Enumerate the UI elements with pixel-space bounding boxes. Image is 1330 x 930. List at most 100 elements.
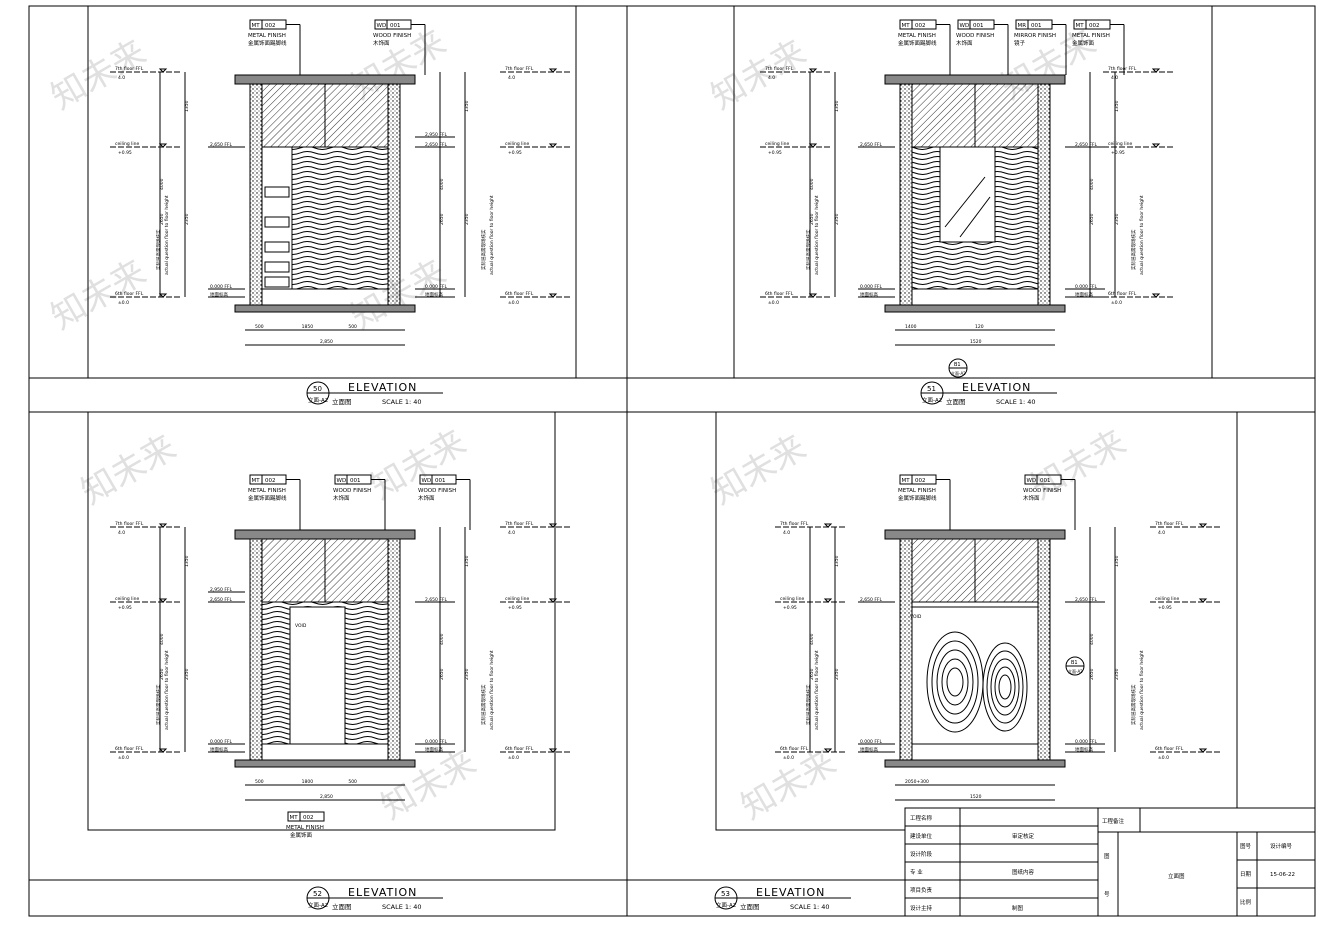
watermark-text: 知未来 (45, 33, 152, 117)
dim-label: 2350 (184, 668, 190, 680)
ffl-mark: 地面标高 (425, 291, 443, 298)
tag-num: 002 (265, 478, 276, 484)
level-marker (1198, 523, 1208, 528)
tag-cn: 金属饰面踢脚线 (248, 494, 287, 502)
level-name: ceiling line (1155, 596, 1179, 602)
dim-label: 1350 (464, 555, 470, 567)
floor-slab-bottom (884, 304, 1066, 313)
floor-slab-top (884, 529, 1066, 540)
floor-height-note-cn: 实际层高需现场核实 (480, 684, 487, 725)
dim-label: 1350 (1114, 555, 1120, 567)
bottom-dim-label: 500 (255, 779, 264, 785)
veneer-ring (982, 642, 1028, 732)
level-marker (158, 598, 168, 603)
floor-slab-bottom (234, 304, 416, 313)
cabinet-drawer (264, 186, 290, 198)
tag-num: 001 (390, 23, 401, 29)
level-value: 4.0 (1158, 530, 1165, 536)
dim-label: 2350 (464, 668, 470, 680)
cabinet-drawer (264, 216, 290, 228)
callout-sheet: 立面-A2 (308, 396, 328, 404)
bottom-dim-label: 1400 (905, 324, 917, 330)
bottom-dim-label: 2,850 (320, 339, 333, 345)
level-marker (548, 68, 558, 73)
tag-en: METAL FINISH (248, 488, 286, 494)
callout-cn: 立面图 (740, 902, 760, 911)
dim-label: 2350 (184, 213, 190, 225)
title-row-value: 审定核定 (1012, 832, 1035, 840)
bottom-dim-label: 500 (348, 779, 357, 785)
ffl-mark: 2,650 FFL (425, 142, 447, 148)
mirror-glint (944, 176, 986, 228)
bottom-dim-label: 1520 (970, 794, 982, 800)
floor-height-note-cn: 实际层高需现场核实 (1130, 229, 1137, 270)
ffl-mark: 0.000 FFL (1075, 739, 1097, 745)
title-row-label: 设计阶段 (910, 850, 933, 858)
dim-label: 2350 (1114, 668, 1120, 680)
floor-slab-bottom (234, 759, 416, 768)
tag-code: MR (1018, 23, 1027, 29)
dim-label: 2650 (1089, 213, 1095, 225)
dim-label: 1350 (834, 100, 840, 112)
void-label: VOID (295, 623, 307, 629)
tag-cn: 金属饰面踢脚线 (248, 39, 287, 47)
tag-cn: 木饰面 (418, 494, 435, 502)
level-name: 6th floor FFL (115, 746, 144, 752)
watermark-text: 知未来 (365, 423, 472, 507)
tag-cn: 金属饰面踢脚线 (898, 494, 937, 502)
dim-label: 4000 (809, 178, 815, 190)
level-name: 7th floor FFL (1108, 66, 1137, 72)
level-marker (808, 68, 818, 73)
level-name: 7th floor FFL (1155, 521, 1184, 527)
floor-height-note-en: actual question floor to floor height (814, 650, 820, 730)
tag-en: METAL FINISH (898, 488, 936, 494)
tag-num: 001 (435, 478, 446, 484)
callout-title: ELEVATION (348, 381, 417, 394)
level-value: +0.95 (118, 605, 132, 611)
dim-label: 1350 (184, 100, 190, 112)
watermark-text: 知未来 (705, 428, 812, 512)
ffl-mark: 2,650 FFL (1075, 597, 1097, 603)
callout-number: 50 (313, 385, 322, 393)
level-name: 6th floor FFL (505, 746, 534, 752)
mirror-glint (959, 196, 991, 238)
veneer-ring (986, 650, 1024, 724)
callout-cn: 立面图 (946, 397, 966, 406)
title-row-label: 工程名称 (910, 814, 933, 822)
callout-title: ELEVATION (348, 886, 417, 899)
dim-label: 4000 (1089, 633, 1095, 645)
floor-height-note-en: actual question floor to floor height (164, 650, 170, 730)
tag-cn: 木饰面 (373, 39, 390, 47)
wall-column-right (387, 83, 401, 306)
callout-scale: SCALE 1: 40 (382, 903, 422, 911)
level-marker (548, 748, 558, 753)
tag-en: WOOD FINISH (418, 488, 456, 494)
ffl-mark: 地面标高 (860, 291, 878, 298)
callout-number: 51 (927, 385, 936, 393)
level-value: ±0.0 (783, 755, 794, 761)
level-marker (823, 523, 833, 528)
tag-code: WD (377, 23, 387, 29)
title-info-value: 设计编号 (1270, 842, 1293, 850)
floor-height-note-en: actual question floor to floor height (1139, 650, 1145, 730)
veneer-ring (994, 666, 1016, 708)
callout-scale: SCALE 1: 40 (790, 903, 830, 911)
title-row-label: 项目负责 (910, 886, 933, 894)
ffl-mark: 0.000 FFL (860, 739, 882, 745)
ffl-mark: 0.000 FFL (425, 739, 447, 745)
level-marker (823, 748, 833, 753)
dim-label: 2650 (159, 213, 165, 225)
title-info-label: 日期 (1240, 871, 1252, 878)
level-value: 4.0 (768, 75, 775, 81)
